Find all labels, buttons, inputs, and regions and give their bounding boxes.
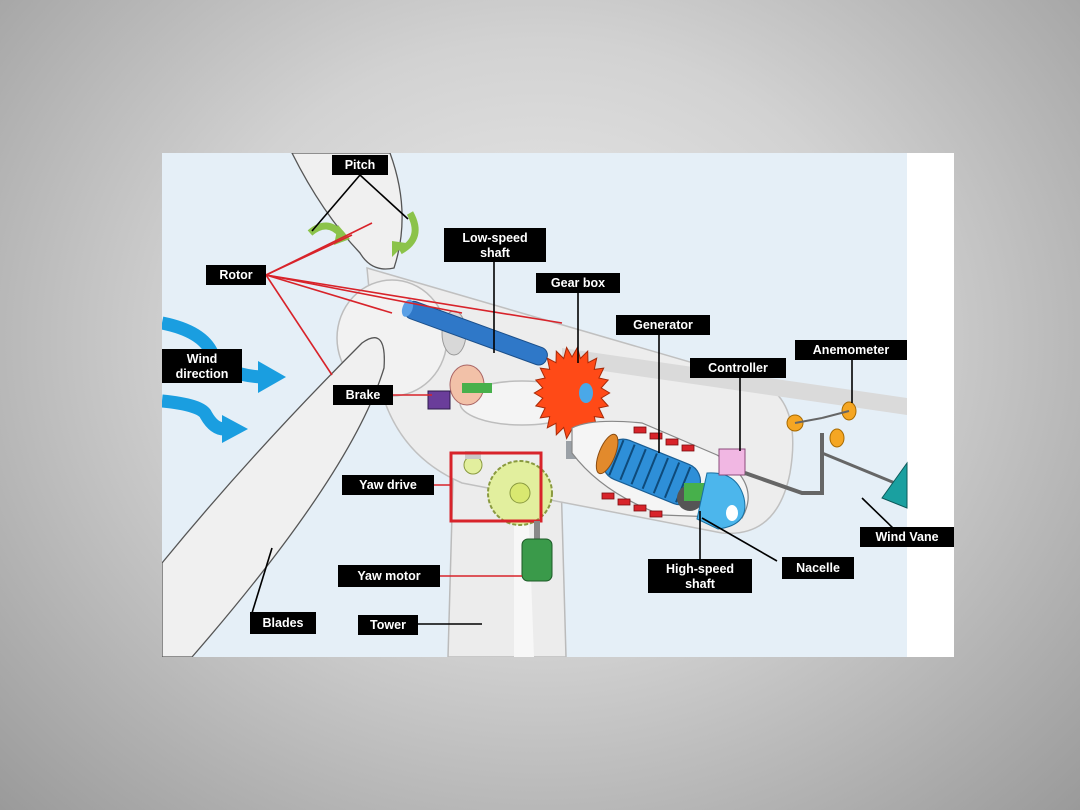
label-pitch-text: Pitch: [345, 158, 376, 172]
label-wind-direction-line2: direction: [176, 367, 229, 381]
label-low-speed-shaft: Low-speed shaft: [444, 228, 546, 262]
generator-output-shaft: [684, 483, 706, 501]
anemometer-mast: [744, 433, 824, 495]
label-low-speed-shaft-line1: Low-speed: [462, 231, 527, 245]
label-wind-direction: Wind direction: [162, 349, 242, 383]
generator-magnets: [601, 426, 695, 518]
yaw-pinion-top: [465, 451, 481, 459]
yaw-drive-gear-center: [509, 482, 531, 504]
label-rotor-text: Rotor: [219, 268, 252, 282]
label-controller: Controller: [690, 358, 786, 378]
label-rotor: Rotor: [206, 265, 266, 285]
label-brake: Brake: [333, 385, 393, 405]
label-gear-box: Gear box: [536, 273, 620, 293]
upper-blade: [291, 153, 403, 270]
wind-arrow-lower: [162, 394, 225, 436]
label-yaw-motor: Yaw motor: [338, 565, 440, 587]
anemometer-spoke-1: [794, 417, 823, 424]
label-high-speed-shaft-line1: High-speed: [666, 562, 734, 576]
label-yaw-motor-text: Yaw motor: [357, 569, 420, 583]
label-tower-text: Tower: [370, 618, 406, 632]
label-yaw-drive: Yaw drive: [342, 475, 434, 495]
black-leader-lines: [251, 174, 897, 625]
brake-shaft: [462, 383, 492, 393]
yaw-motor-body: [521, 538, 553, 582]
label-yaw-drive-text: Yaw drive: [359, 478, 417, 492]
label-gear-box-text: Gear box: [551, 276, 605, 290]
label-wind-vane-text: Wind Vane: [875, 530, 938, 544]
label-high-speed-shaft: High-speed shaft: [648, 559, 752, 593]
wind-vane-fin: [881, 461, 908, 509]
label-nacelle-text: Nacelle: [796, 561, 840, 575]
label-pitch: Pitch: [332, 155, 388, 175]
wind-turbine-diagram: Pitch Low-speed shaft Rotor Gear box Gen…: [162, 153, 954, 657]
label-anemometer: Anemometer: [795, 340, 907, 360]
label-high-speed-shaft-line2: shaft: [685, 577, 716, 591]
wind-arrow-upper-head: [258, 361, 286, 393]
anemometer-cup-3: [829, 428, 845, 448]
label-blades: Blades: [250, 612, 316, 634]
label-anemometer-text: Anemometer: [813, 343, 890, 357]
pitch-arrow-right-head: [392, 241, 406, 257]
label-nacelle: Nacelle: [782, 557, 854, 579]
label-generator-text: Generator: [633, 318, 693, 332]
nacelle-top-stripe: [562, 348, 907, 415]
label-wind-direction-line1: Wind: [187, 352, 217, 366]
label-low-speed-shaft-line2: shaft: [480, 246, 511, 260]
label-controller-text: Controller: [708, 361, 768, 375]
label-wind-vane: Wind Vane: [860, 527, 954, 547]
red-leader-lines: [265, 222, 563, 577]
low-speed-shaft: [401, 299, 548, 366]
label-tower: Tower: [358, 615, 418, 635]
label-generator: Generator: [616, 315, 710, 335]
lower-blade: [162, 337, 385, 657]
pitch-arrow-right: [398, 211, 419, 255]
diagram-panel: Pitch Low-speed shaft Rotor Gear box Gen…: [162, 153, 954, 657]
anemometer-spoke-2: [821, 410, 850, 419]
label-blades-text: Blades: [263, 616, 304, 630]
label-brake-text: Brake: [346, 388, 381, 402]
gear-box-hub: [579, 383, 593, 403]
controller-box: [718, 448, 746, 476]
brake-caliper: [427, 390, 451, 410]
cooling-unit-port: [726, 505, 738, 521]
wind-arrow-lower-head: [222, 415, 248, 443]
yaw-motor-shaft: [534, 521, 540, 543]
yaw-drive-highlight-box: [449, 451, 543, 523]
